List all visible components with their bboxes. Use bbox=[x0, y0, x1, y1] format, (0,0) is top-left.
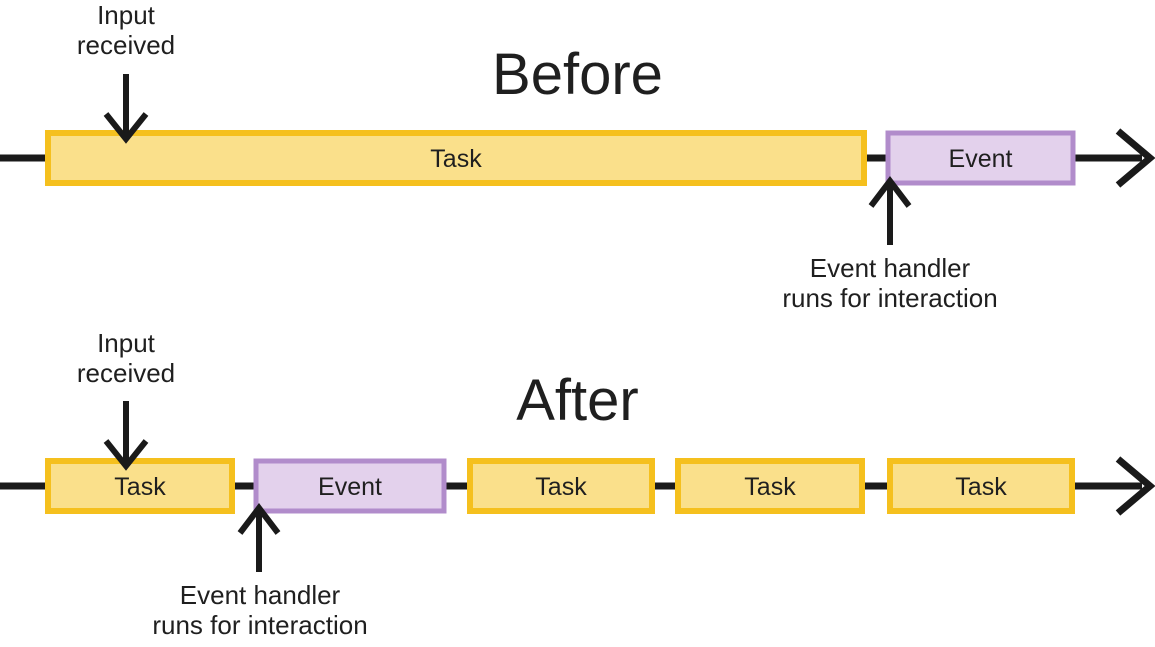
section-title-after: After bbox=[516, 368, 639, 433]
block-label-task-after-2: Task bbox=[535, 473, 587, 501]
annotation-event-handler-before: Event handler runs for interaction bbox=[782, 253, 998, 313]
arrow-right-icon-before bbox=[1115, 128, 1155, 188]
block-label-task-after-3: Task bbox=[744, 473, 796, 501]
block-label-task-before: Task bbox=[430, 145, 482, 173]
arrow-up-icon-after-head bbox=[237, 503, 281, 535]
annotation-input-received-after: Input received bbox=[76, 328, 176, 388]
arrow-down-icon-before-head bbox=[103, 112, 149, 144]
annotation-event-handler-after: Event handler runs for interaction bbox=[152, 580, 368, 640]
block-label-event-before: Event bbox=[948, 145, 1013, 173]
after-timeline bbox=[0, 401, 1155, 572]
block-task-after-2[interactable] bbox=[467, 458, 655, 514]
block-label-task-after-1: Task bbox=[114, 473, 166, 501]
block-task-after-3[interactable] bbox=[675, 458, 865, 514]
block-task-after-1[interactable] bbox=[45, 458, 235, 514]
arrow-right-icon-after bbox=[1115, 456, 1155, 516]
block-task-before[interactable] bbox=[45, 130, 867, 186]
annotation-input-received-before: Input received bbox=[76, 0, 176, 60]
arrow-up-icon-before-head bbox=[868, 176, 912, 208]
block-label-task-after-4: Task bbox=[955, 473, 1007, 501]
arrow-down-icon-after-head bbox=[103, 439, 149, 471]
before-timeline bbox=[0, 74, 1155, 245]
section-title-before: Before bbox=[492, 42, 663, 107]
block-task-after-4[interactable] bbox=[887, 458, 1075, 514]
block-event-after[interactable] bbox=[253, 458, 447, 514]
block-event-before[interactable] bbox=[885, 130, 1076, 186]
block-label-event-after: Event bbox=[318, 473, 382, 501]
